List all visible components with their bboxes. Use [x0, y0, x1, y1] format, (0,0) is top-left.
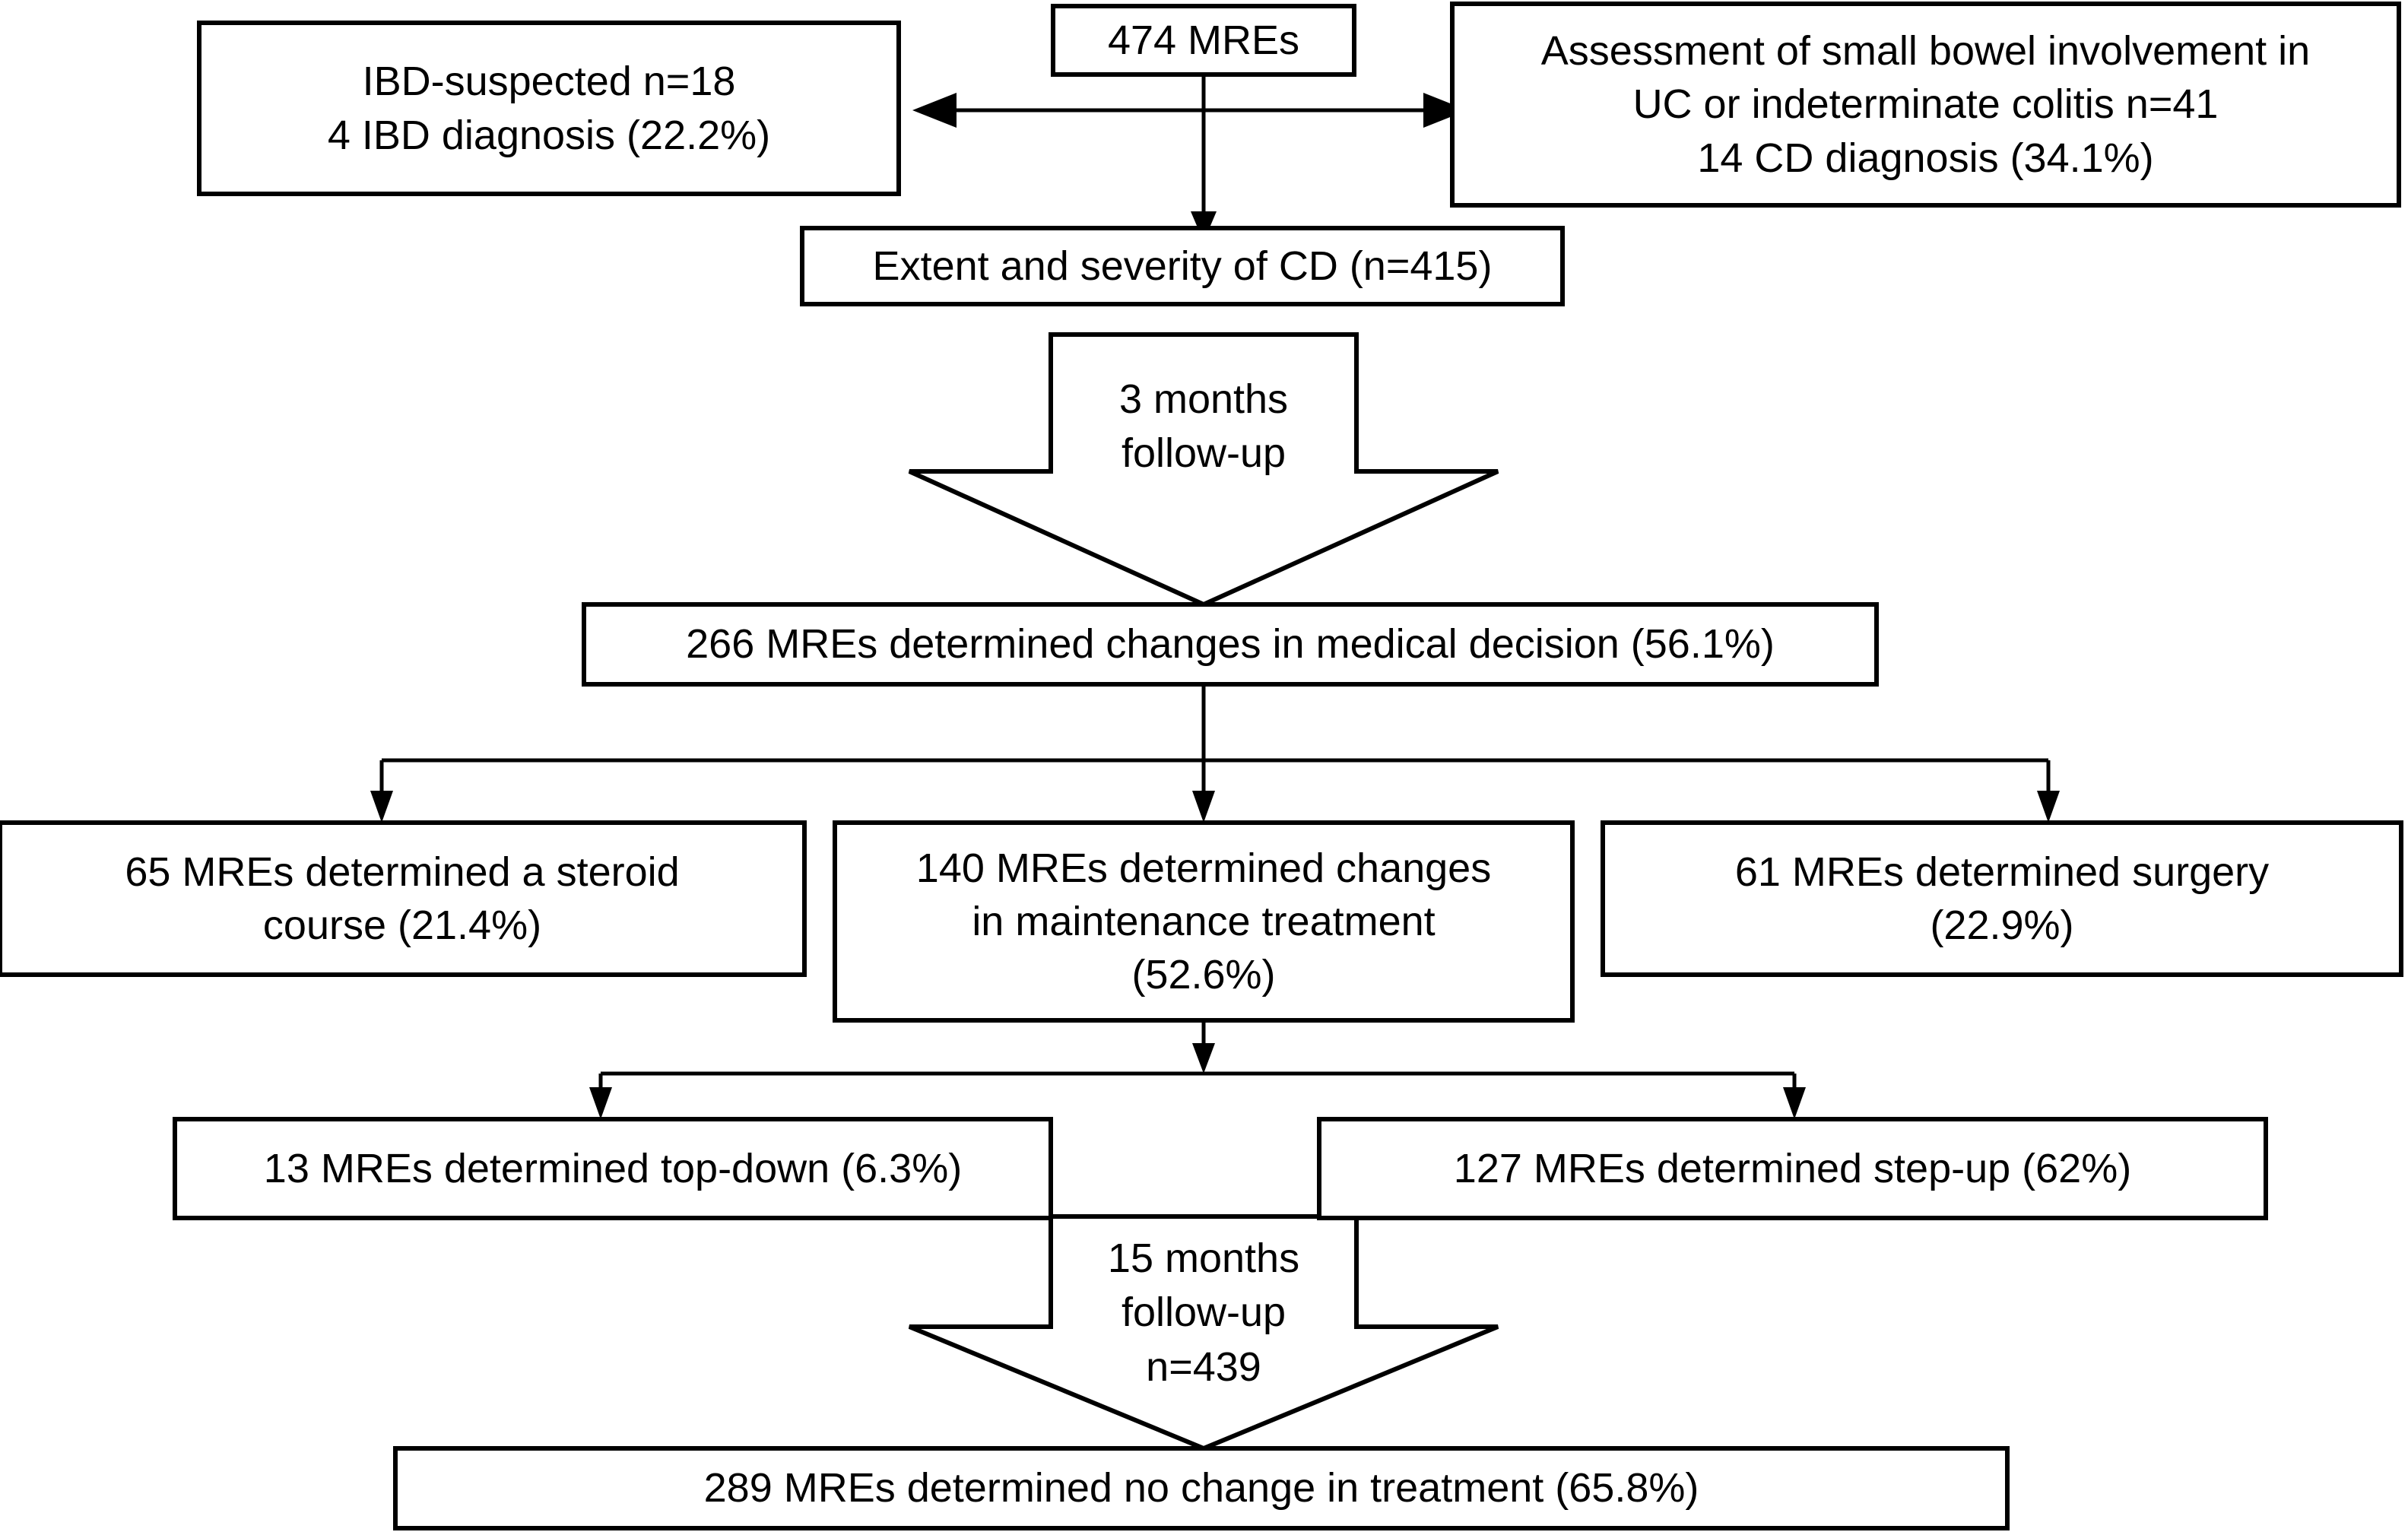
node-box-maintenance-treatment[interactable]	[833, 820, 1575, 1023]
node-box-no-change[interactable]	[393, 1446, 2010, 1530]
block-arrow-3-months	[908, 332, 1499, 607]
node-box-total-mres[interactable]	[1051, 4, 1356, 77]
node-box-steroid-course[interactable]	[0, 820, 807, 977]
arrowhead-maintenance-stem	[1192, 1043, 1215, 1074]
node-box-uc-assessment[interactable]	[1450, 2, 2401, 208]
node-box-surgery[interactable]	[1601, 820, 2403, 977]
block-arrow-15-months	[908, 1214, 1499, 1451]
arrowhead-to-stepup	[1783, 1087, 1806, 1119]
arrowhead-left-split	[912, 93, 957, 128]
arrowhead-to-topdown	[589, 1087, 612, 1119]
arrowhead-to-surgery	[2037, 791, 2060, 823]
arrowhead-to-steroid	[370, 791, 393, 823]
node-box-step-up[interactable]	[1317, 1117, 2268, 1220]
node-box-changes-medical-decision[interactable]	[582, 602, 1879, 687]
node-box-extent-severity[interactable]	[800, 226, 1565, 306]
node-box-top-down[interactable]	[173, 1117, 1053, 1220]
arrowhead-right-split	[1423, 93, 1467, 128]
node-box-ibd-suspected[interactable]	[197, 21, 901, 196]
arrowhead-to-maintenance	[1192, 791, 1215, 823]
